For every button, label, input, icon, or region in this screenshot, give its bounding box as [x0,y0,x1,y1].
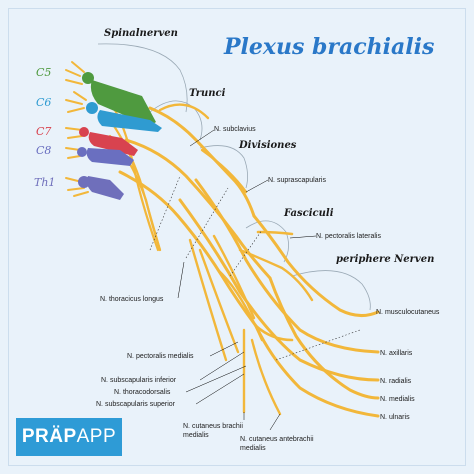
root-th1 [86,176,124,200]
section-periphere-nerven: periphere Nerven [336,254,434,265]
dotted-guide-1 [149,175,181,251]
leader-pectoralis-medialis [209,341,239,357]
root-label-c6: C6 [36,96,51,109]
label-n-cutaneus-brachii-medialis-line2: medialis [183,432,209,439]
nerve-pectoralis-medialis-branch [216,268,264,342]
label-n-suprascapularis: N. suprascapularis [268,177,326,184]
nerve-medialis [268,276,380,400]
logo-part1: PRÄP [21,426,77,447]
spinal-roots [77,72,162,200]
halo-spinal [97,43,188,113]
root-label-c5: C5 [36,66,51,79]
ganglion-th1 [78,176,90,188]
nerve-musculocutaneus [252,214,380,317]
nerve-cutaneus-antebrachii-medialis [250,338,282,416]
label-n-pectoralis-medialis: N. pectoralis medialis [127,353,194,360]
ganglion-c7 [79,127,89,137]
label-n-subscapularis-superior: N. subscapularis superior [96,401,176,408]
label-n-pectoralis-lateralis: N. pectoralis lateralis [316,233,381,240]
halo-periphere [291,270,371,311]
praepapp-logo: PRÄPAPP [16,418,122,456]
leader-suprascapularis [245,179,269,193]
section-fasciculi: Fasciculi [283,208,334,219]
section-divisiones: Divisiones [238,140,297,151]
nerve-truncus-inferior [118,170,258,328]
nerve-pectoralis-lateralis-branch [256,230,294,236]
label-n-axillaris: N. axillaris [380,350,413,357]
label-n-cutaneus-antebrachii-medialis-line1: N. cutaneus antebrachii [240,436,314,443]
root-label-c7: C7 [36,125,51,138]
leader-lines [177,129,317,431]
leader-thoracodorsalis [185,365,247,393]
ganglion-c6 [86,102,98,114]
section-trunci: Trunci [189,88,226,99]
nerve-ulnaris [254,324,380,418]
ganglion-c8 [77,147,87,157]
label-n-ulnaris: N. ulnaris [380,414,410,421]
label-n-cutaneus-antebrachii-medialis-line2: medialis [240,445,266,452]
rootlets-c6 [65,91,87,113]
label-n-thoracodorsalis: N. thoracodorsalis [114,389,171,396]
label-n-subscapularis-inferior: N. subscapularis inferior [101,377,177,384]
root-c8 [86,148,134,166]
root-label-th1: Th1 [34,176,55,189]
rootlets-c5 [65,61,85,85]
root-c6 [97,110,162,132]
leader-subscapularis-inferior [199,351,245,381]
root-label-c8: C8 [36,144,51,157]
nerve-radialis [178,198,380,382]
leader-pectoralis-lateralis [289,235,317,239]
leader-subclavius [189,129,215,147]
nerve-network [65,61,380,418]
label-n-cutaneus-brachii-medialis-line1: N. cutaneus brachii [183,423,243,430]
nerve-subscapularis-branches [198,248,240,354]
nerve-suprascapularis-branch [200,148,248,194]
nerve-connector-2 [238,248,314,302]
nerve-subclavius-branch [158,103,210,120]
label-n-medialis: N. medialis [380,396,415,403]
root-c7 [88,132,138,156]
label-n-radialis: N. radialis [380,378,412,385]
nerve-connector [212,234,256,320]
diagram-title: Plexus brachialis [223,34,434,60]
ganglion-c5 [82,72,94,84]
halo-divisiones [199,145,248,189]
root-c5 [90,80,156,126]
leader-thoracicus-longus [177,261,185,299]
logo-part2: APP [76,426,117,447]
nerve-thoracodorsalis-branch [188,238,228,362]
rootlets-c7 [65,127,83,139]
nerve-axillaris [194,178,380,354]
label-n-subclavius: N. subclavius [214,126,256,133]
label-n-musculocutaneus: N. musculocutaneus [376,309,440,316]
leader-subscapularis-superior [195,373,245,405]
section-spinalnerven: Spinalnerven [104,28,178,39]
leader-cutaneus-antebrachii [269,413,281,431]
nerve-medialis-medial-root [254,324,294,342]
label-n-thoracicus-longus: N. thoracicus longus [100,296,164,303]
dotted-guide-4 [275,329,361,361]
dotted-guide-3 [229,229,263,277]
